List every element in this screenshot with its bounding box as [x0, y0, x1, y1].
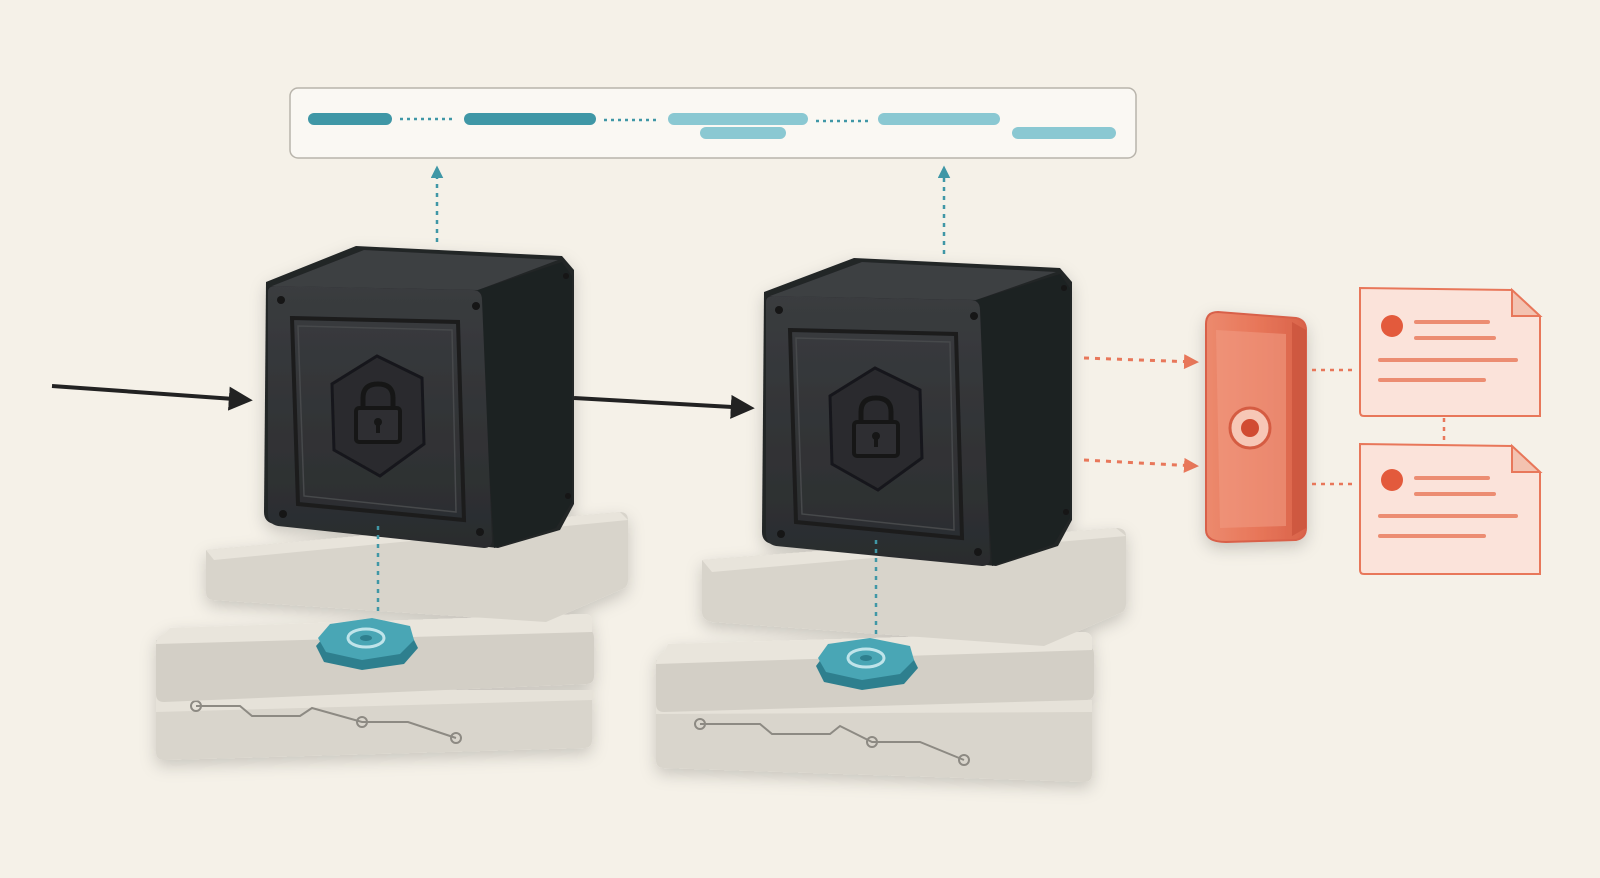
- timeline-segment: [308, 113, 392, 125]
- padlock-icon: [828, 366, 924, 492]
- cube: [264, 246, 574, 548]
- node-link-arrow: [573, 394, 755, 419]
- padlock-icon: [330, 354, 426, 478]
- document-icon: [1359, 442, 1543, 575]
- document-upper: [1359, 286, 1543, 417]
- record-dot-icon: [1228, 406, 1272, 450]
- circuit-slab: [656, 700, 1092, 782]
- timeline-segment: [1012, 127, 1116, 139]
- secure-enclave-2: [656, 258, 1126, 782]
- timeline-segment: [700, 127, 786, 139]
- chip-token-icon: [816, 638, 918, 690]
- timeline-bar: [289, 87, 1137, 159]
- document-lower: [1359, 442, 1543, 575]
- output-device: [1205, 310, 1307, 544]
- input-arrow: [51, 384, 253, 411]
- coral-arrow-upper: [1083, 354, 1199, 370]
- secure-enclave-1: [156, 246, 628, 760]
- circuit-slab: [156, 690, 592, 760]
- timeline-segment: [464, 113, 596, 125]
- chip-token-icon: [316, 618, 418, 670]
- timeline-segments: [308, 113, 1116, 139]
- timeline-segment: [878, 113, 1000, 125]
- coral-arrow-lower: [1083, 457, 1199, 473]
- cube: [762, 258, 1072, 566]
- timeline-segment: [668, 113, 808, 125]
- document-icon: [1359, 286, 1543, 417]
